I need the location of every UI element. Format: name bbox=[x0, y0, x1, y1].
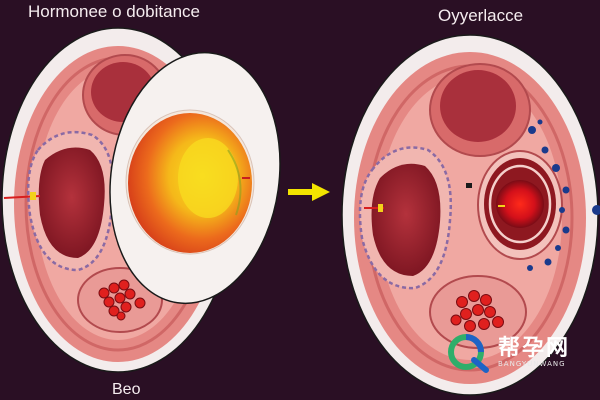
right-chamber bbox=[371, 163, 441, 276]
egg-cell bbox=[109, 51, 281, 305]
arrow-right-icon bbox=[288, 183, 330, 201]
q-search-logo-icon bbox=[448, 334, 489, 373]
blue-dot-cluster bbox=[527, 119, 600, 271]
left-cell-cluster bbox=[98, 279, 146, 321]
right-title: Oyyerlacce bbox=[438, 6, 524, 25]
watermark-text: 帮孕网 bbox=[498, 336, 571, 361]
watermark-subtext: BANGYUNWANG bbox=[498, 360, 566, 368]
implantation-site bbox=[496, 180, 544, 228]
right-cell-cluster bbox=[450, 290, 504, 332]
left-title: Hormonee o dobitance bbox=[28, 2, 201, 21]
watermark: 帮孕网 BANGYUNWANG bbox=[446, 330, 586, 376]
right-organ bbox=[341, 34, 600, 396]
left-chamber bbox=[38, 147, 105, 258]
bottom-caption: Beo bbox=[112, 381, 141, 398]
